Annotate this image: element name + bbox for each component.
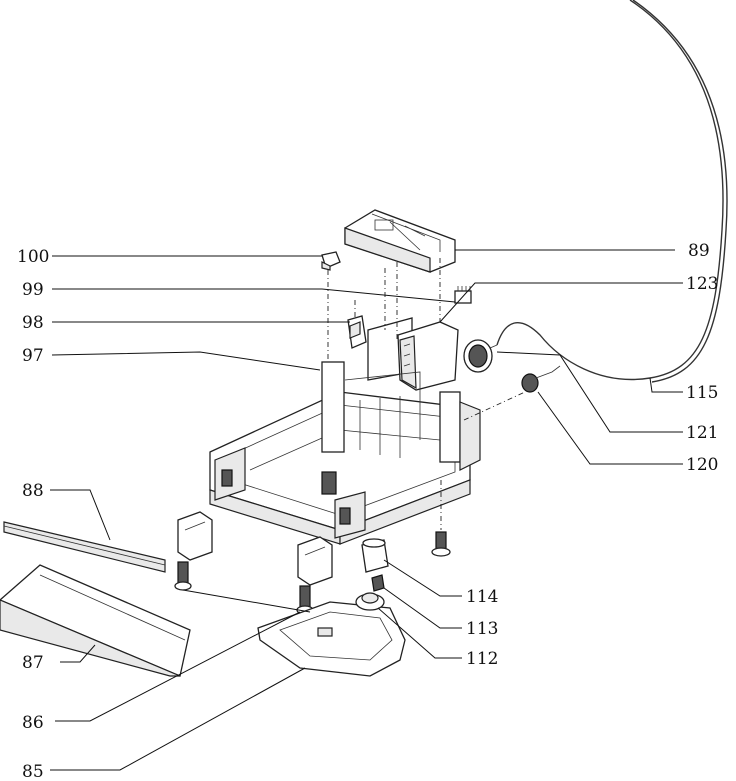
label-87: 87 — [22, 653, 44, 673]
label-112: 112 — [466, 649, 498, 669]
leader-lines — [50, 249, 683, 771]
top-lid — [344, 209, 456, 273]
part-labels: 100 99 98 97 88 87 86 85 89 123 115 121 … — [17, 241, 718, 781]
label-85: 85 — [22, 762, 44, 781]
label-88: 88 — [22, 481, 44, 501]
mount-block-right — [296, 536, 333, 615]
bottom-plate — [257, 601, 406, 677]
assembly-guides — [327, 258, 526, 530]
label-97: 97 — [22, 346, 44, 366]
front-cover — [0, 564, 191, 677]
timer-knob — [463, 339, 498, 373]
label-99: 99 — [22, 280, 44, 300]
control-board — [397, 321, 459, 391]
mount-block-left — [174, 511, 213, 591]
top-clip — [321, 251, 341, 271]
label-123: 123 — [686, 274, 718, 294]
label-115: 115 — [686, 383, 718, 403]
label-121: 121 — [686, 423, 718, 443]
label-120: 120 — [686, 455, 718, 475]
label-86: 86 — [22, 713, 44, 733]
base-frame — [209, 361, 481, 545]
bracket — [347, 315, 367, 349]
motor-coupling-114 — [361, 538, 389, 573]
side-trim-strip — [3, 521, 166, 573]
power-cord — [496, 0, 728, 383]
clip-113 — [371, 574, 385, 592]
label-100: 100 — [17, 247, 49, 267]
label-98: 98 — [22, 313, 44, 333]
label-114: 114 — [466, 587, 498, 607]
screw-right — [431, 531, 451, 557]
label-89: 89 — [688, 241, 710, 261]
gear-112 — [355, 592, 385, 611]
connector — [454, 286, 472, 304]
label-113: 113 — [466, 619, 498, 639]
small-motor — [521, 365, 561, 393]
